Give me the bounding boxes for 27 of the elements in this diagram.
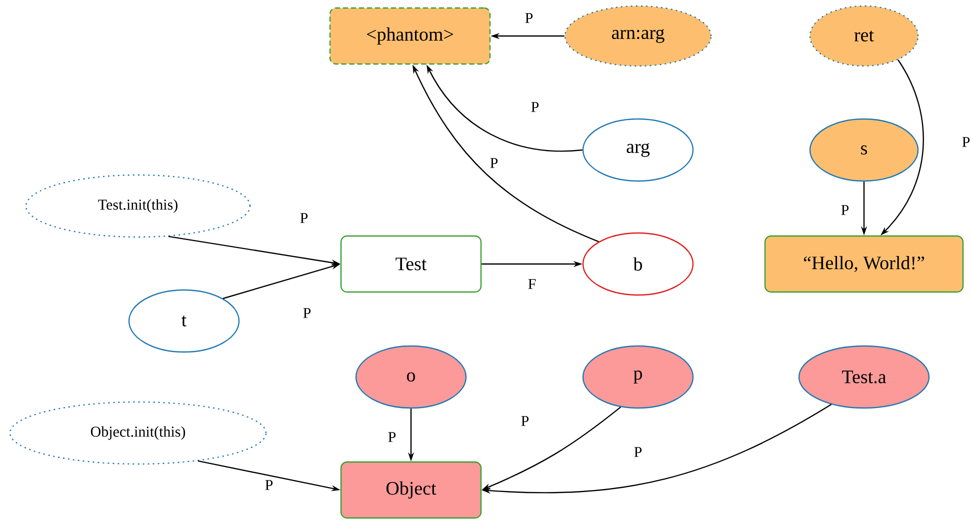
edge-label: P bbox=[386, 431, 398, 443]
ellipse-node: t bbox=[128, 289, 240, 353]
ellipse-node: o bbox=[355, 345, 467, 409]
process-box: <phantom> bbox=[329, 7, 491, 65]
edge-label: P bbox=[960, 136, 972, 148]
edge-label: P bbox=[530, 101, 540, 113]
ellipse-node: Object.init(this) bbox=[9, 401, 267, 465]
process-box: Object bbox=[340, 461, 482, 519]
edge-label: P bbox=[632, 446, 644, 458]
process-box: “Hello, World!” bbox=[764, 235, 964, 293]
ellipse-node: arg bbox=[582, 118, 694, 182]
edge-label: P bbox=[840, 204, 850, 216]
ellipse-node: arn:arg bbox=[564, 5, 712, 67]
edge-label: P bbox=[302, 307, 312, 319]
ellipse-node: Test.a bbox=[798, 345, 930, 409]
edge-label: P bbox=[298, 212, 310, 224]
ellipse-node: p bbox=[582, 345, 694, 409]
process-box: Test bbox=[340, 235, 482, 293]
ellipse-node: ret bbox=[809, 5, 919, 67]
edge-label: P bbox=[264, 479, 274, 491]
ellipse-node: b bbox=[582, 232, 694, 296]
edge-label: P bbox=[524, 12, 534, 24]
edge-label: P bbox=[488, 157, 500, 169]
edge-label: P bbox=[520, 415, 530, 427]
ellipse-node: Test.init(this) bbox=[25, 174, 251, 238]
edge-label: F bbox=[526, 278, 538, 290]
ellipse-node: s bbox=[809, 118, 919, 182]
